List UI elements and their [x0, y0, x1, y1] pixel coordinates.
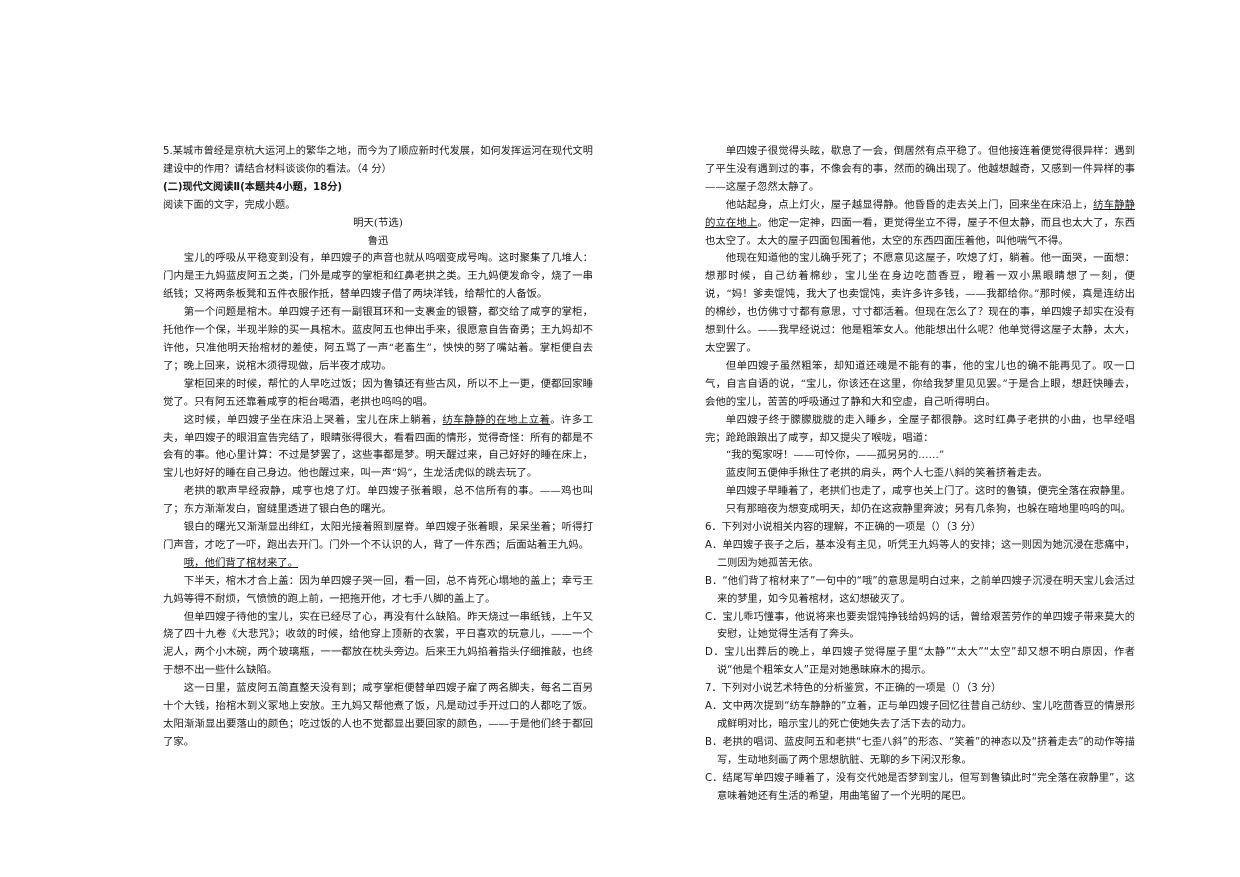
question-7-option-c: C．结尾写单四嫂子睡着了，没有交代她是否梦到宝儿，但写到鲁镇此时“完全落在寂静里…	[705, 772, 1135, 802]
paragraph: 宝儿的呼吸从平稳变到没有，单四嫂子的声音也就从呜咽变成号啕。这时聚集了几堆人：门…	[163, 252, 593, 301]
text-span: 这时候，单四嫂子坐在床沿上哭着，宝儿在床上躺着，	[183, 413, 443, 426]
paragraph: 老拱的歌声早经寂静，咸亨也熄了灯。单四嫂子张着眼，总不信所有的事。——鸡也叫了；…	[163, 485, 593, 516]
paragraph: 只有那暗夜为想变成明天，却仍在这寂静里奔波；另有几条狗，也躲在暗地里呜呜的叫。	[725, 503, 1132, 516]
paragraph: “我的冤家呀！——可怜你，——孤另另的……”	[725, 449, 945, 462]
question-7: 7．下列对小说艺术特色的分析鉴赏，不正确的一项是（）（3 分）	[705, 683, 1002, 695]
paragraph: 蓝皮阿五便伸手揪住了老拱的肩头，两个人七歪八斜的笑着挤着走去。	[725, 467, 1048, 480]
question-6-option-b: B．“他们背了棺材来了”一句中的“哦”的意思是明白过来，之前单四嫂子沉浸在明天宝…	[705, 575, 1135, 605]
question-6: 6．下列对小说相关内容的理解，不正确的一项是（）（3 分）	[705, 522, 981, 534]
paragraph: 第一个问题是棺木。单四嫂子还有一副银耳环和一支裹金的银簪，都交给了咸亨的掌柜，托…	[163, 306, 593, 372]
paragraph: 这时候，单四嫂子坐在床沿上哭着，宝儿在床上躺着，纺车静静的在地上立着。许多工夫，…	[163, 412, 593, 484]
right-column: 单四嫂子很觉得头眩，歇息了一会，倒居然有点平稳了。但他接连着便觉得很异样：遇到了…	[705, 143, 1135, 806]
underlined-phrase: 纺车静静的在地上立着	[442, 413, 551, 426]
paragraph: 他现在知道他的宝儿确乎死了；不愿意见这屋子，吹熄了灯，躺着。他一面哭，一面想：想…	[705, 252, 1135, 354]
question-6-option-d: D．宝儿出葬后的晚上，单四嫂子觉得屋子里“太静”“太大”“太空”却又想不明白原因…	[705, 647, 1135, 677]
paragraph: 但单四嫂子虽然粗笨，却知道还魂是不能有的事，他的宝儿也的确不能再见了。叹一口气，…	[705, 359, 1135, 408]
paragraph: 但单四嫂子待他的宝儿，实在已经尽了心，再没有什么缺陷。昨天烧过一串纸钱，上午又烧…	[163, 610, 593, 677]
paragraph: 这一日里，蓝皮阿五简直整天没有到；咸亨掌柜便替单四嫂子雇了两名脚夫，每名二百另十…	[163, 682, 593, 748]
text-span: 他站起身，点上灯火，屋子越显得静。他昏昏的走去关上门，回来坐在床沿上，	[725, 198, 1094, 211]
paragraph: 银白的曙光又渐渐显出绯红，太阳光接着照到屋脊。单四嫂子张着眼，呆呆坐着；听得打门…	[163, 521, 593, 551]
paragraph: 掌柜回来的时候，帮忙的人早吃过饭；因为鲁镇还有些古风，所以不上一更，便都回家睡觉…	[163, 377, 593, 408]
paragraph: 下半天，棺木才合上盖：因为单四嫂子哭一回，看一回，总不肯死心塌地的盖上；幸亏王九…	[163, 574, 593, 605]
question-7-option-a: A．文中两次提到“纺车静静的”立着，正与单四嫂子回忆往昔自己纺纱、宝儿吃茴香豆的…	[705, 701, 1135, 730]
paragraph: 哦，他们背了棺材来了。	[163, 555, 593, 573]
underlined-phrase: 纺车静静的立在地上	[705, 198, 1136, 229]
question-7-option-b: B．老拱的唱词、蓝皮阿五和老拱“七歪八斜”的形态、“笑着”的神态以及“挤着走去”…	[705, 736, 1135, 766]
paragraph: 单四嫂子终于朦朦胧胧的走入睡乡，全屋子都很静。这时红鼻子老拱的小曲，也早经唱完；…	[705, 413, 1135, 444]
paragraph: 单四嫂子很觉得头眩，歇息了一会，倒居然有点平稳了。但他接连着便觉得很异样：遇到了…	[705, 145, 1135, 193]
paragraph: 单四嫂子早睡着了，老拱们也走了，咸亨也关上门了。这时的鲁镇，便完全落在寂静里。	[725, 485, 1132, 498]
reading-instruction: 阅读下面的文字，完成小题。	[163, 199, 296, 211]
text-span: 。许多工夫，单四嫂子的眼泪宣告完结了，眼睛张得很大，看看四面的情形，觉得奇怪：所…	[163, 413, 594, 480]
passage-title: 明天(节选)	[353, 216, 403, 229]
paragraph: 他站起身，点上灯火，屋子越显得静。他昏昏的走去关上门，回来坐在床沿上，纺车静静的…	[705, 197, 1135, 251]
question-5: 5.某城市曾经是京杭大运河上的繁华之地，而今为了顺应新时代发展，如何发挥运河在现…	[163, 146, 593, 175]
text-span: 。他定一定神，四面一看，更觉得坐立不得，屋子不但太静，而且也太大了，东西也太空了…	[705, 216, 1135, 247]
underlined-sentence: 哦，他们背了棺材来了。	[183, 556, 299, 569]
left-column: 5.某城市曾经是京杭大运河上的繁华之地，而今为了顺应新时代发展，如何发挥运河在现…	[163, 143, 593, 752]
question-6-option-c: C．宝儿乖巧懂事，他说将来也要卖馄饨挣钱给妈妈的话，曾给艰苦劳作的单四嫂子带来莫…	[705, 611, 1135, 641]
question-6-option-a: A．单四嫂子丧子之后，基本没有主见，听凭王九妈等人的安排；这一则因为她沉浸在悲痛…	[705, 539, 1135, 569]
passage-author: 鲁迅	[367, 234, 389, 247]
section-heading: (二)现代文阅读Ⅱ(本题共4小题，18分)	[163, 181, 343, 193]
